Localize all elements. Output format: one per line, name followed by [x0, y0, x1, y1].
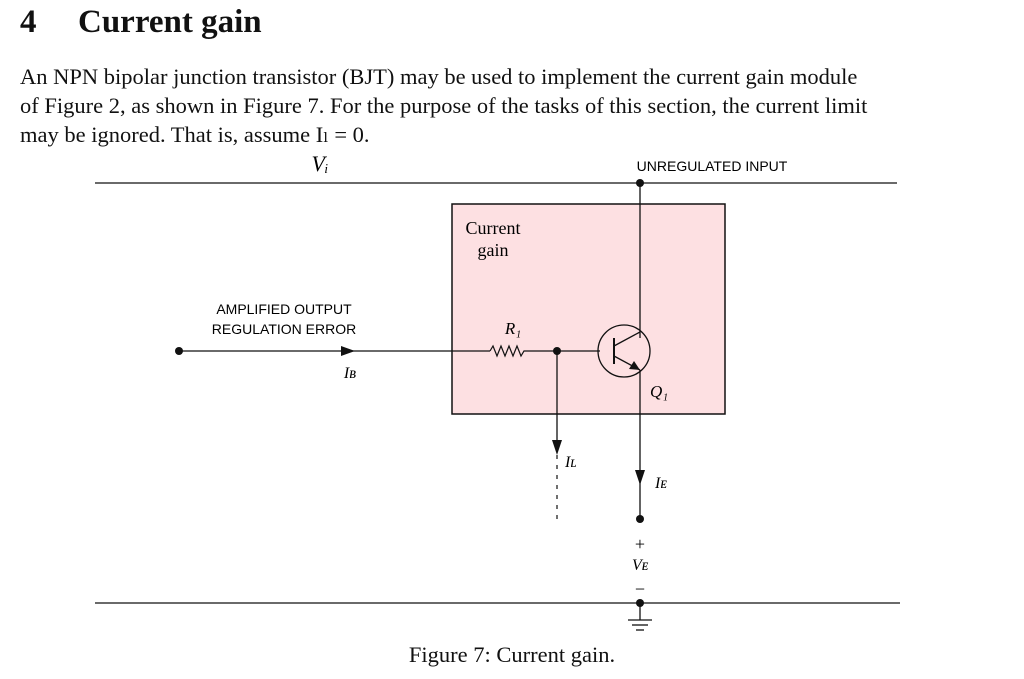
body-paragraph: An NPN bipolar junction transistor (BJT)… — [20, 62, 1005, 149]
figure-caption: Figure 7: Current gain. — [408, 642, 616, 667]
input-label-line-2: REGULATION ERROR — [212, 321, 356, 337]
ve-plus-sign: + — [635, 534, 645, 554]
limit-current-arrow — [552, 440, 562, 455]
section-title: Current gain — [78, 4, 262, 40]
module-label-line-1: Current — [466, 218, 521, 238]
emitter-arrow — [629, 361, 640, 370]
transistor-q1 — [597, 324, 651, 378]
emitter-terminal — [636, 515, 644, 523]
module-label-line-2: gain — [478, 240, 509, 260]
limit-current-label: Iʟ — [564, 454, 577, 471]
emitter-current-label: Iᴇ — [654, 475, 667, 492]
current-gain-module — [451, 203, 726, 415]
paragraph-line-3: may be ignored. That is, assume Iₗ = 0. — [20, 122, 370, 147]
vi-label: Vᵢ — [312, 151, 329, 176]
unregulated-input-label: UNREGULATED INPUT — [637, 158, 788, 174]
section-number: 4 — [20, 4, 37, 40]
paragraph-line-2: of Figure 2, as shown in Figure 7. For t… — [20, 93, 868, 118]
resistor-r1 — [489, 344, 537, 358]
ve-label: Vᴇ — [632, 557, 649, 574]
ve-minus-sign: − — [635, 579, 645, 599]
emitter-current-arrow — [635, 470, 645, 485]
paragraph-line-1: An NPN bipolar junction transistor (BJT)… — [20, 64, 858, 89]
transistor-label: Q₁ — [650, 382, 668, 401]
resistor-label: R₁ — [504, 319, 521, 338]
base-current-arrow — [341, 346, 355, 356]
input-label-line-1: AMPLIFIED OUTPUT — [216, 301, 352, 317]
transistor-collector — [613, 331, 641, 347]
base-current-label: Iʙ — [343, 365, 356, 382]
section-heading: 4 Current gain — [20, 4, 262, 41]
